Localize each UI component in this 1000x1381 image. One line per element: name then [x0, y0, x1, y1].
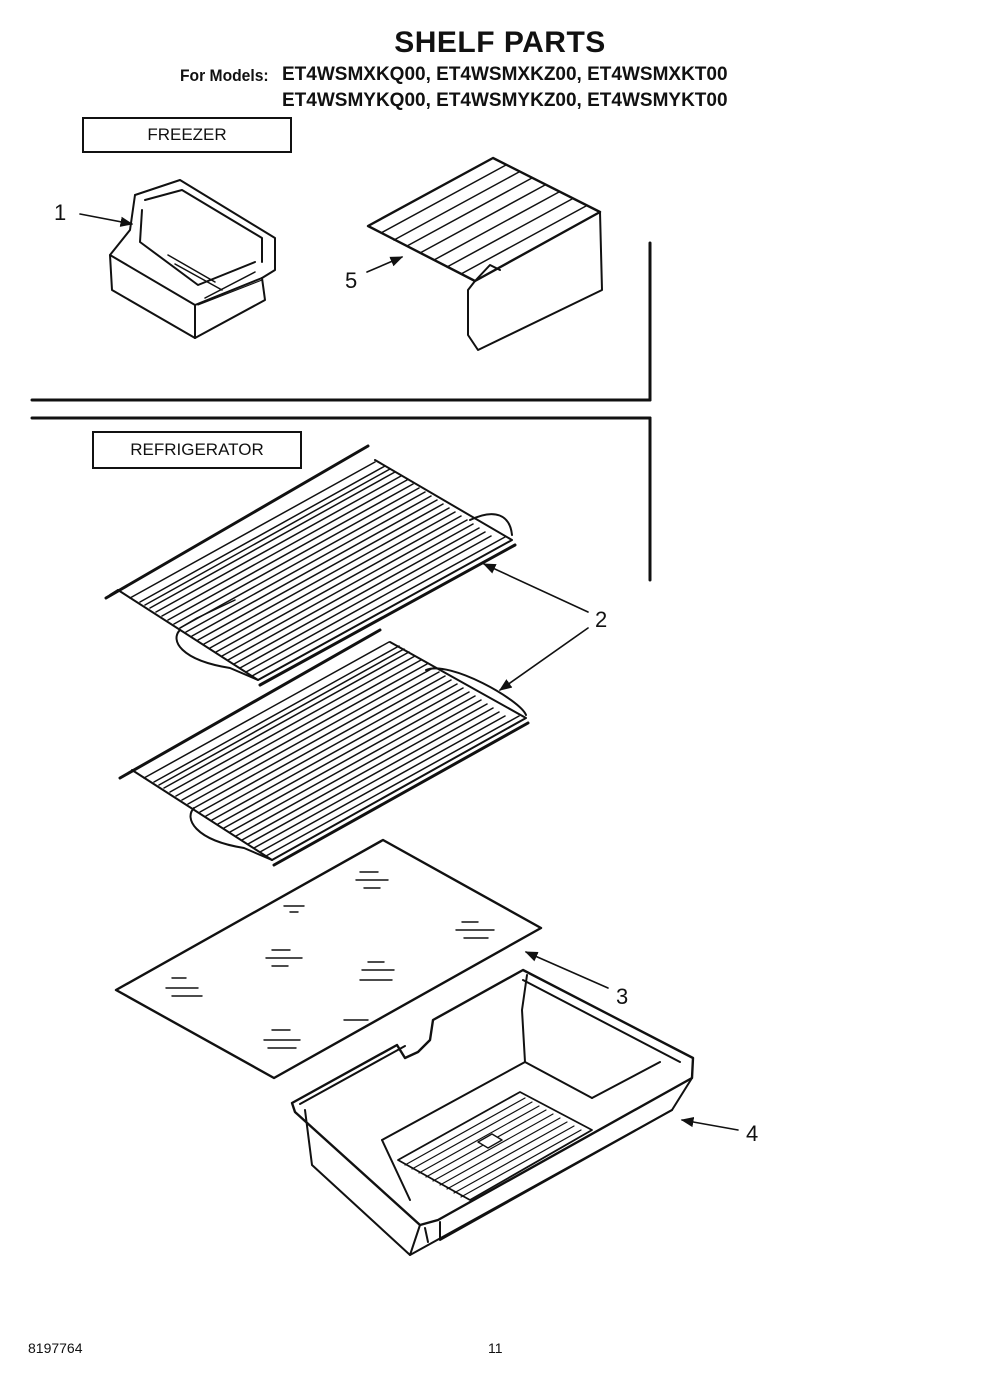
callout-4: 4	[746, 1121, 759, 1146]
leader-4	[680, 1116, 739, 1131]
leader-1	[79, 213, 134, 227]
wire-shelf-part-5	[366, 156, 603, 351]
shelf-lower-rods	[153, 645, 506, 853]
callout-2: 2	[595, 607, 608, 632]
glass-reflections	[165, 871, 495, 1049]
page-title: SHELF PARTS	[394, 26, 606, 59]
page-number: 11	[488, 1340, 503, 1356]
leader-5	[366, 256, 404, 273]
callout-5: 5	[345, 268, 358, 293]
wire-shelf-upper-part-2	[104, 444, 517, 687]
leader-2b	[498, 627, 589, 691]
refrigerator-section-label: REFRIGERATOR	[92, 431, 302, 469]
refrigerator-frame	[30, 416, 652, 582]
callout-3: 3	[616, 984, 629, 1009]
freezer-section-label: FREEZER	[82, 117, 292, 153]
ice-bin-part-1	[109, 179, 276, 339]
freezer-frame	[30, 241, 652, 402]
document-number: 8197764	[28, 1340, 83, 1356]
models-label: For Models:	[180, 66, 269, 85]
crisper-drawer-part-4	[290, 968, 695, 1256]
glass-shelf-part-3	[114, 838, 543, 1080]
callout-1: 1	[54, 200, 67, 225]
leader-2a	[482, 563, 589, 613]
models-line-2: ET4WSMYKQ00, ET4WSMYKZ00, ET4WSMYKT00	[282, 90, 728, 111]
leader-3	[524, 951, 609, 989]
wire-shelf-lower-part-2	[118, 628, 530, 867]
shelf-upper-rods	[139, 465, 492, 673]
models-line-1: ET4WSMXKQ00, ET4WSMXKZ00, ET4WSMXKT00	[282, 64, 728, 85]
